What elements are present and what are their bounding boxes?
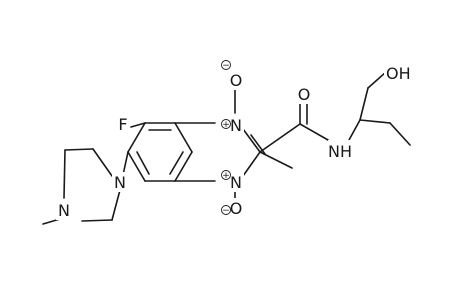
bond (127, 122, 146, 153)
bond-double-inner (250, 134, 266, 155)
bond (130, 122, 146, 128)
bond (259, 151, 293, 169)
bond-double-inner (136, 151, 150, 175)
bond (127, 151, 146, 182)
bond-layer (42, 71, 411, 225)
atom-label-fluorine: F (118, 115, 127, 134)
atom-label-n-piperazine-b: N (58, 201, 70, 220)
bond (259, 123, 301, 153)
bond (111, 189, 121, 221)
charge-o-top: − (222, 61, 230, 71)
atom-label-hydroxyl: OH (386, 64, 411, 83)
bond (174, 122, 193, 153)
bond (63, 149, 66, 199)
atom-label-o-bottom: O (230, 199, 243, 218)
atom-label-n4-symbol: N (230, 173, 242, 192)
atom-label-layer: F N + + N + O − O − O N H OH N N (56, 60, 412, 220)
bond (367, 71, 387, 89)
charge-ring (221, 170, 231, 180)
atom-label-n-piperazine-a: N (114, 173, 126, 192)
bond (122, 151, 129, 176)
atom-label-n1: N (230, 116, 242, 135)
atom-label-n-amide: N (328, 142, 340, 161)
atom-label-o-amide: O (298, 85, 311, 104)
atom-label-o-top: O (230, 71, 243, 90)
bond (389, 122, 411, 146)
bond-double-inner (169, 151, 184, 175)
charge-n1: + (222, 120, 230, 130)
bond (242, 128, 261, 153)
bond (242, 151, 261, 177)
bond (92, 148, 113, 177)
atom-label-h-amide: H (340, 142, 352, 161)
charge-ring (221, 60, 231, 70)
charge-ring (221, 205, 231, 215)
bond (359, 119, 391, 124)
charge-n4: + (222, 171, 230, 181)
bond (174, 151, 193, 182)
bond (348, 119, 361, 141)
charge-ring (221, 119, 231, 129)
charge-o-bottom: − (222, 206, 230, 216)
bond (359, 87, 369, 121)
bond (64, 148, 94, 151)
bond (81, 219, 113, 222)
bond (299, 123, 329, 141)
